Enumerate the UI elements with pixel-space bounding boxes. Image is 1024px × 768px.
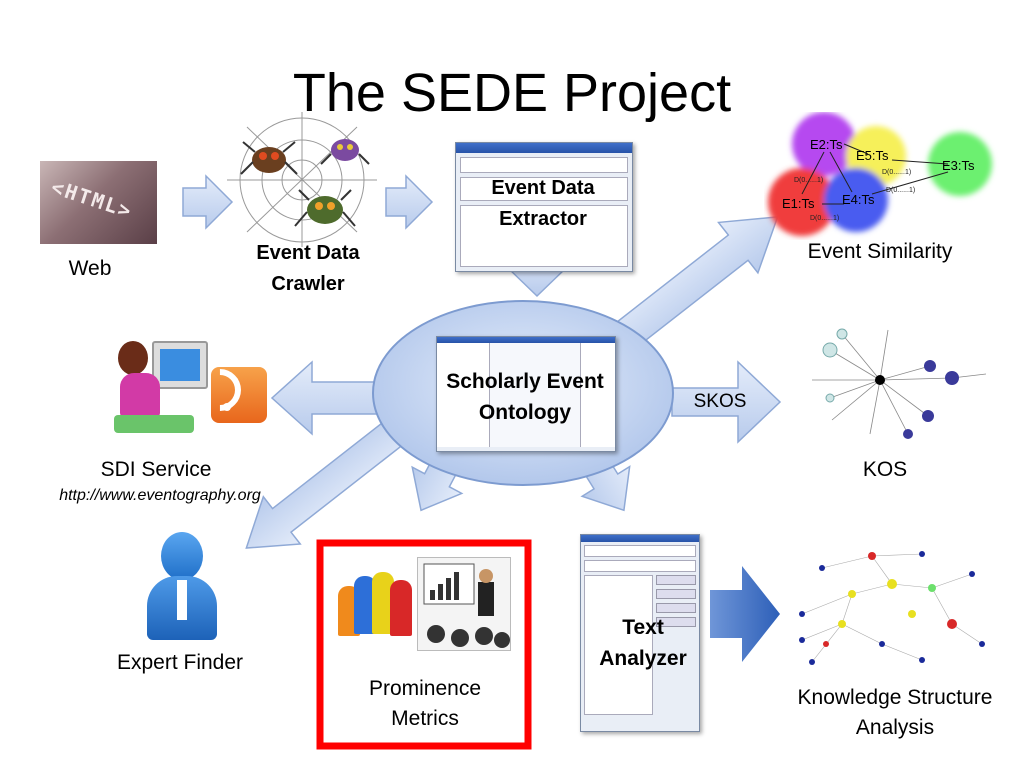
sim-edge-label: D(0......1) [886,187,915,194]
label-crawler-line1: Event Data [256,242,360,264]
spider-icon [320,139,370,165]
ontology-window [436,336,616,452]
people-group-icon [338,566,414,638]
arrow-skos [671,360,782,444]
sim-edge-label: D(0......1) [810,215,839,222]
chair-icon [114,415,194,433]
kos-graph [812,328,987,439]
label-extractor-line1: Event Data [491,177,595,199]
label-prominence-line2: Metrics [391,707,459,730]
arrow-ontology-to-similarity [609,216,779,354]
html-image: <HTML> [40,161,157,244]
knowledge-structure-graph [799,551,985,665]
presentation-image [417,557,511,651]
page-title: The SEDE Project [292,63,732,123]
similarity-graph: E2:Ts E5:Ts E3:Ts E1:Ts E4:Ts D(0......1… [768,112,992,236]
sim-node-label: E3:Ts [942,158,975,173]
label-text-analyzer: Text Analyzer [588,612,698,674]
label-text-line2: Analyzer [599,647,687,670]
label-web: Web [68,257,112,280]
kos-center-node [875,375,885,385]
label-similarity: Event Similarity [807,240,953,263]
spider-icon [294,189,356,227]
label-ksa: Knowledge Structure Analysis [782,683,1008,743]
extractor-window [455,142,633,272]
arrow-ontology-to-sdi [270,360,379,436]
label-extractor: Event Data Extractor [455,173,631,235]
arrow-crawler-to-extractor [385,174,434,230]
person-body [120,373,160,417]
html-glyph: <HTML> [48,174,136,224]
monitor-icon [152,341,208,389]
prominence-highlight-box [316,539,532,750]
person-computer-image [112,335,208,440]
sim-node-label: E4:Ts [842,192,875,207]
label-prominence: Prominence Metrics [330,674,520,734]
label-skos: SKOS [693,391,747,412]
expert-person-icon [147,532,217,640]
spider-web-image [227,112,377,247]
sim-edge-label: D(0......1) [882,169,911,176]
label-ontology-line2: Ontology [478,401,572,424]
sim-edge-label: D(0......1) [794,177,823,184]
arrow-text-to-ksa [710,566,780,662]
label-sdi: SDI Service [100,458,212,481]
rss-icon[interactable] [211,367,267,423]
sim-node-label: E1:Ts [782,196,815,211]
label-expert: Expert Finder [116,651,244,674]
label-prominence-line1: Prominence [368,677,482,700]
sim-node-label: E2:Ts [810,137,843,152]
label-ksa-line1: Knowledge Structure [797,686,993,709]
text-analyzer-window [580,534,700,732]
label-kos: KOS [862,458,908,481]
spider-icon [240,141,298,175]
label-crawler-line2: Crawler [271,273,345,295]
label-ksa-line2: Analysis [855,716,935,739]
label-ontology-line1: Scholarly Event [446,370,604,393]
label-extractor-line2: Extractor [499,208,587,230]
arrow-ontology-to-expert [245,415,411,549]
label-crawler: Event Data Crawler [228,238,388,300]
label-text-line1: Text [622,616,664,639]
person-hair [118,341,148,375]
arrow-web-to-crawler [182,174,234,230]
label-ontology: Scholarly Event Ontology [430,366,620,428]
sim-node-label: E5:Ts [856,148,889,163]
sdi-url-link[interactable]: http://www.eventography.org [59,487,261,504]
